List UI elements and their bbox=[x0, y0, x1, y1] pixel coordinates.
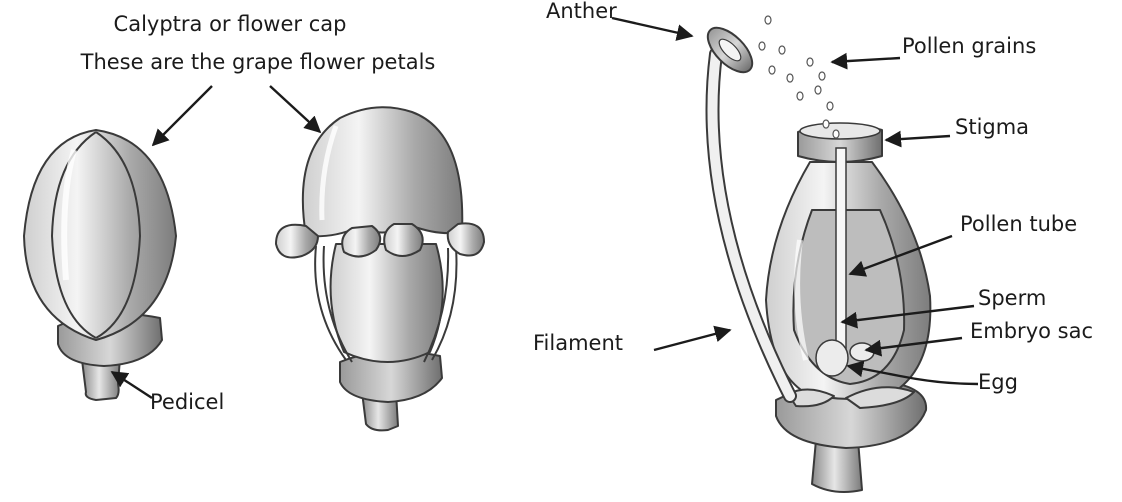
opening-flower bbox=[276, 107, 484, 430]
pollen-grains-dots bbox=[759, 16, 839, 138]
label-pedicel: Pedicel bbox=[150, 390, 224, 414]
label-filament: Filament bbox=[533, 331, 623, 355]
label-stigma: Stigma bbox=[955, 115, 1029, 139]
label-egg: Egg bbox=[978, 370, 1018, 394]
label-petals: These are the grape flower petals bbox=[80, 50, 436, 74]
label-embryo-sac: Embryo sac bbox=[970, 319, 1093, 343]
pistil-cross-section bbox=[766, 123, 930, 492]
label-calyptra: Calyptra or flower cap bbox=[114, 12, 347, 36]
labels: Calyptra or flower cap These are the gra… bbox=[80, 0, 1093, 414]
label-sperm: Sperm bbox=[978, 286, 1046, 310]
label-pollen-grains: Pollen grains bbox=[902, 34, 1036, 58]
label-anther: Anther bbox=[546, 0, 617, 23]
label-pollen-tube: Pollen tube bbox=[960, 212, 1077, 236]
closed-flower-bud bbox=[24, 130, 176, 400]
